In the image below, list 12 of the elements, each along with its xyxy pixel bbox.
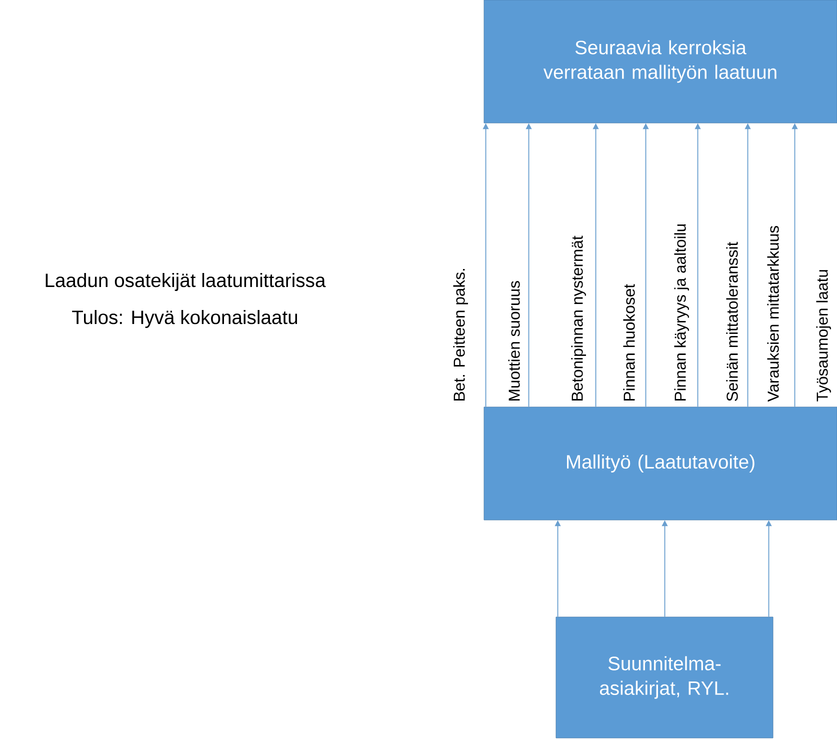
heading-text: Tulos: Hyvä kokonaislaatu	[72, 310, 298, 328]
rotated-label: Pinnan käyryys ja aaltoilu	[674, 224, 689, 400]
process-box: Suunnitelma-asiakirjat, RYL.	[556, 616, 774, 738]
rotated-label: Muottien suoruus	[508, 281, 520, 400]
rotated-label: Varauksien mittatarkkuus	[767, 226, 779, 402]
rotated-label: Betonipinnan nystermät	[571, 236, 586, 400]
rotated-label: Bet. Peitteen paks.	[453, 269, 468, 400]
heading-text: Laadun osatekijät laatumittarissa	[46, 273, 326, 291]
rotated-label: Seinän mittatoleranssit	[726, 242, 738, 402]
rotated-label: Pinnan huokoset	[623, 284, 635, 400]
process-box: Mallityö (Laatutavoite)	[484, 406, 837, 520]
process-box: Seuraavia kerroksia verrataan mallityön laatuun	[484, 0, 837, 124]
